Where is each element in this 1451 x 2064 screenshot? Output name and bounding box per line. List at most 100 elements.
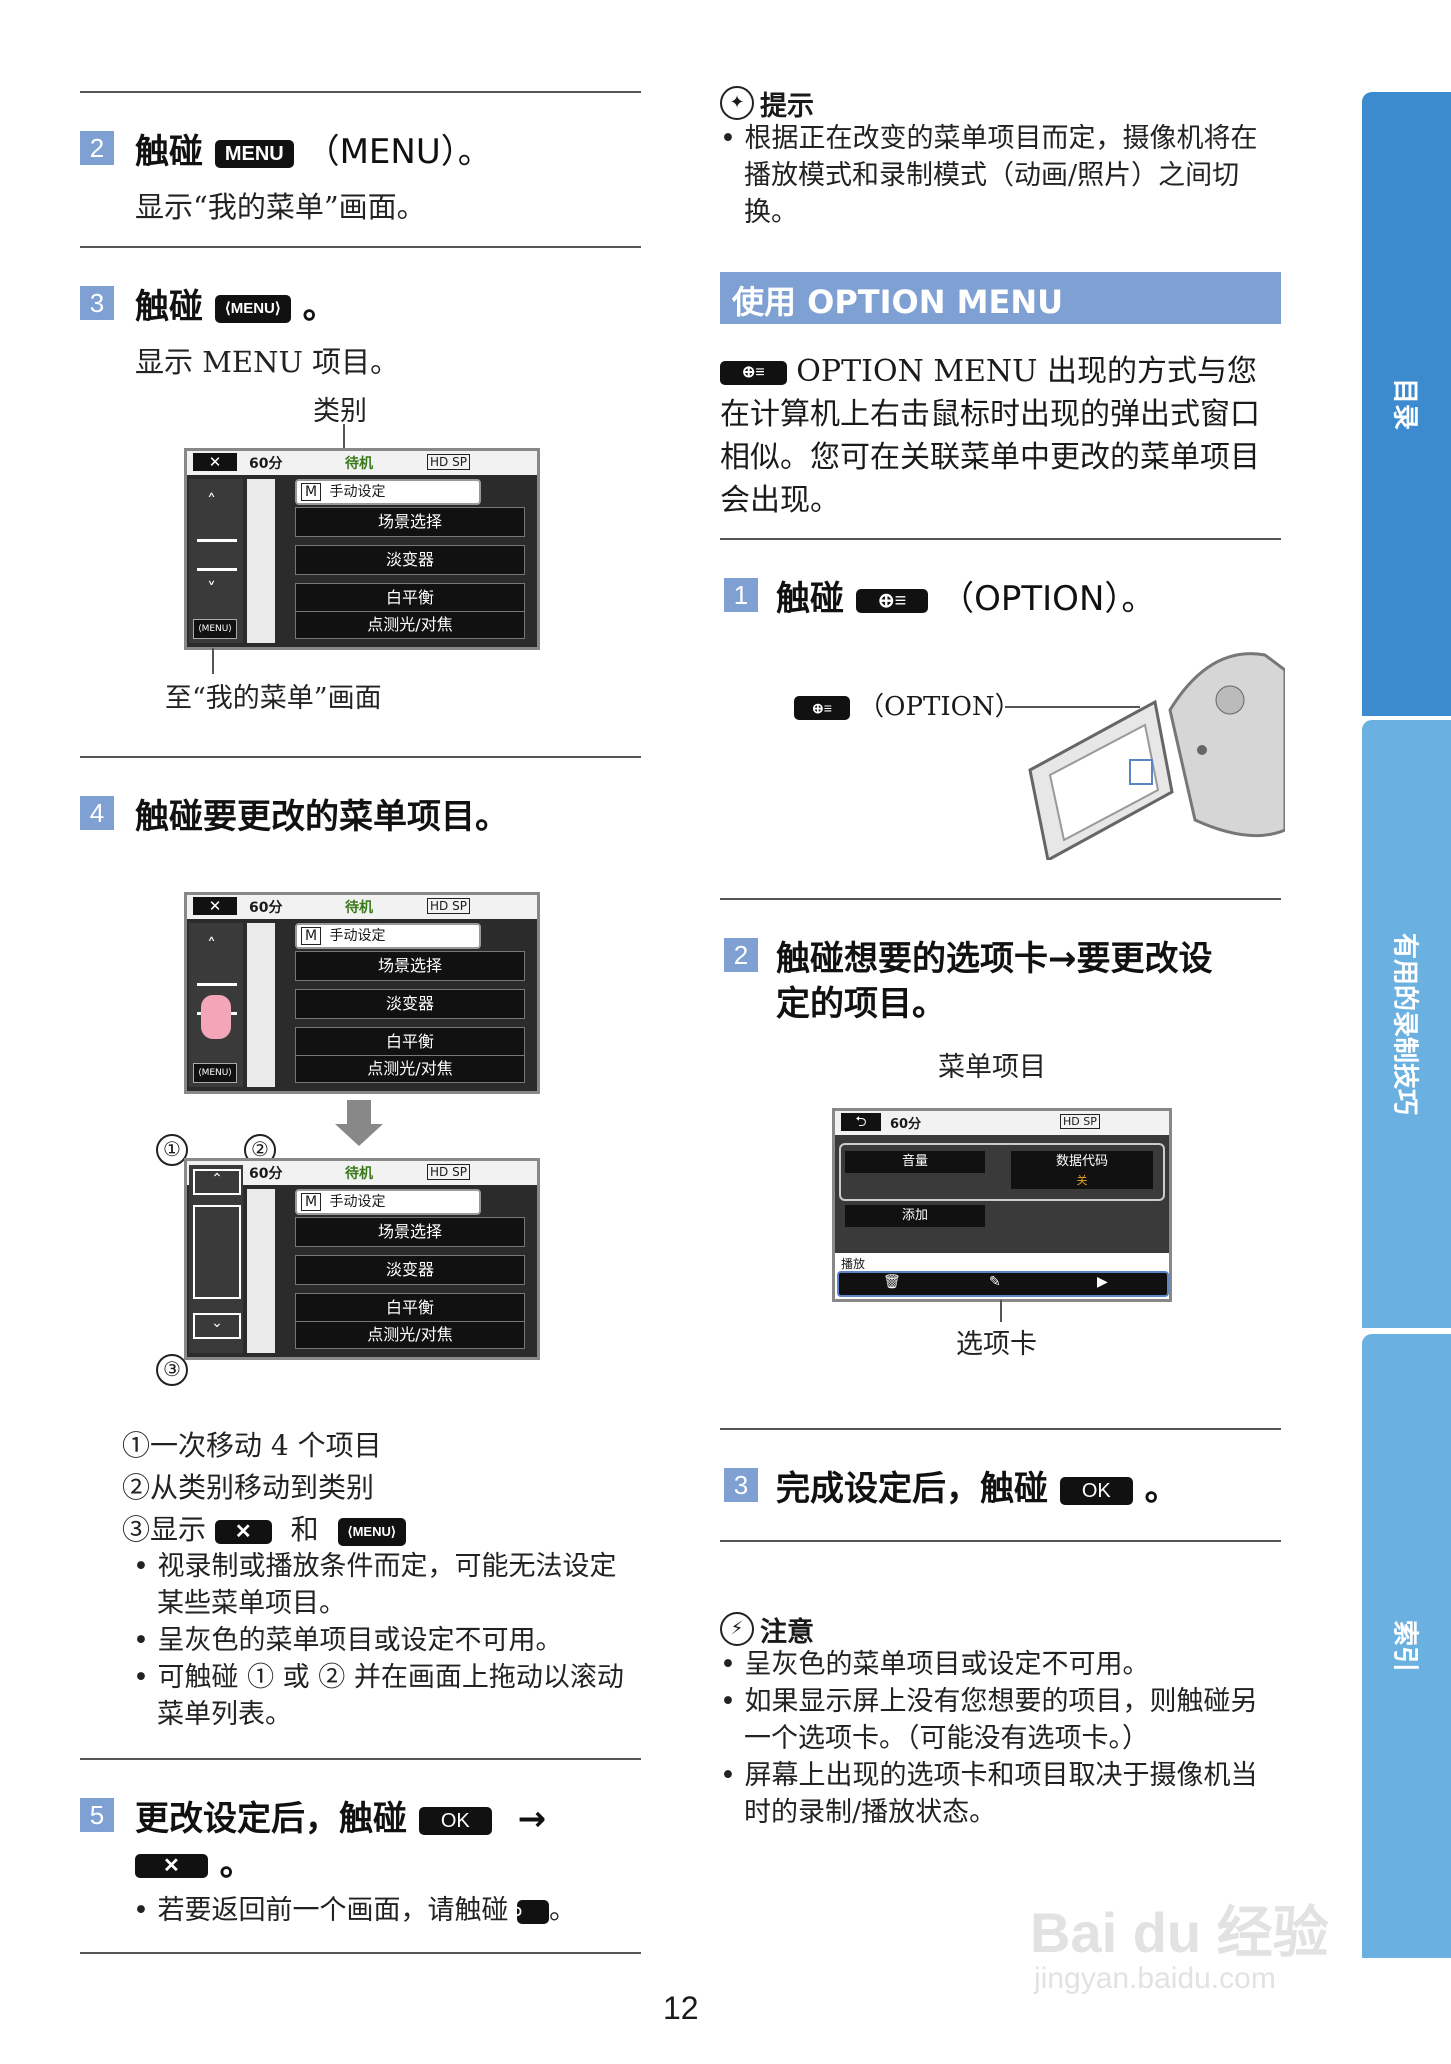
- menu-item[interactable]: 场景选择: [295, 507, 525, 537]
- step-title-text: 完成设定后，触碰: [776, 1469, 1048, 1509]
- option-item[interactable]: 数据代码: [1011, 1151, 1153, 1173]
- note-title: 注意: [760, 1617, 814, 1648]
- option-item[interactable]: 音量: [845, 1151, 985, 1173]
- step-title: 定的项目。: [776, 984, 946, 1024]
- tab-recording-tips[interactable]: 有用的录制技巧: [1362, 720, 1451, 1328]
- bullet-item: • 根据正在改变的菜单项目而定，摄像机将在播放模式和录制模式（动画/照片）之间切…: [720, 123, 1258, 228]
- mymenu-button[interactable]: ⟨MENU⟩: [193, 1063, 237, 1083]
- arrow-right-icon: →: [517, 1799, 547, 1839]
- trash-icon[interactable]: 🗑: [883, 1274, 901, 1290]
- callout-1: ①: [156, 1134, 188, 1166]
- chevron-up-icon[interactable]: ˄: [207, 935, 216, 956]
- step-title: 完成设定后，触碰 OK 。: [776, 1461, 1179, 1510]
- bullet-text: 呈灰色的菜单项目或设定不可用。: [157, 1625, 563, 1656]
- back-button: ⮌: [509, 1899, 550, 1924]
- step-title-text: 。: [1144, 1469, 1179, 1509]
- menu-item[interactable]: 白平衡: [295, 1027, 525, 1057]
- divider: [80, 246, 641, 248]
- label-to-mymenu: 至“我的菜单”画面: [165, 683, 382, 714]
- close-button[interactable]: ✕: [193, 453, 237, 471]
- scroll-panel[interactable]: ˄ ⟨MENU⟩: [189, 923, 243, 1087]
- tab-index[interactable]: 索引: [1362, 1334, 1451, 1958]
- menu-item[interactable]: 淡变器: [295, 989, 525, 1019]
- category-icons[interactable]: [247, 1189, 275, 1353]
- menu-item[interactable]: 淡变器: [295, 545, 525, 575]
- battery-indicator: 60分: [249, 900, 283, 916]
- option-item[interactable]: 添加: [845, 1205, 985, 1227]
- edit-icon[interactable]: ✎: [989, 1274, 1001, 1290]
- chevron-down-icon[interactable]: ˅: [207, 579, 216, 600]
- bullet-item: • 可触碰 ① 或 ② 并在画面上拖动以滚动菜单列表。: [133, 1662, 624, 1730]
- step-title: 触碰 ⊕≡ （OPTION）。: [776, 571, 1155, 620]
- note-text: 和: [290, 1513, 319, 1546]
- bullet-text: 若要返回前一个画面，请触碰: [157, 1895, 509, 1926]
- note-text: ③显示: [122, 1513, 207, 1546]
- status-bar: ⮌ 60分 HD SP: [835, 1111, 1169, 1135]
- category-icons[interactable]: [247, 923, 275, 1087]
- menu-item[interactable]: 场景选择: [295, 1217, 525, 1247]
- category-tab[interactable]: M 手动设定: [295, 923, 481, 949]
- tabs-row[interactable]: 🗑 ✎ ▶: [837, 1271, 1169, 1297]
- mymenu-button: ⟨MENU⟩: [337, 1517, 406, 1546]
- chevron-up-icon[interactable]: ˄: [207, 491, 216, 512]
- battery-indicator: 60分: [249, 456, 283, 472]
- quality-badge: HD SP: [427, 454, 470, 470]
- ok-button[interactable]: OK: [1059, 1476, 1133, 1505]
- label-tab: 选项卡: [956, 1329, 1037, 1360]
- status-bar: ✕ 60分 待机 HD SP: [187, 451, 537, 475]
- menu-item[interactable]: 点测光/对焦: [295, 1321, 525, 1349]
- scroll-bar-icon[interactable]: [193, 1205, 241, 1299]
- page-down-icon[interactable]: ⌄: [193, 1313, 241, 1339]
- close-button: ✕: [214, 1519, 272, 1544]
- callout-line: [212, 648, 214, 674]
- label-category: 类别: [313, 396, 367, 427]
- menu-item[interactable]: 白平衡: [295, 583, 525, 613]
- menu-item[interactable]: 点测光/对焦: [295, 1055, 525, 1083]
- category-tab[interactable]: M 手动设定: [295, 1189, 481, 1215]
- step-number: 1: [724, 578, 758, 612]
- camcorder-illustration: [1028, 652, 1285, 860]
- bullet-list: • 若要返回前一个画面，请触碰 ⮌。: [133, 1892, 653, 1929]
- option-icon: ⊕≡: [794, 696, 850, 720]
- mymenu-button[interactable]: ⟨MENU⟩: [193, 619, 237, 639]
- bullet-item: • 呈灰色的菜单项目或设定不可用。: [133, 1625, 563, 1656]
- note-line: ③显示 ✕ 和 ⟨MENU⟩: [122, 1508, 406, 1548]
- step-desc: 显示“我的菜单”画面。: [135, 190, 426, 224]
- finger-icon: [201, 995, 231, 1039]
- divider: [80, 1758, 641, 1760]
- menu-item[interactable]: 点测光/对焦: [295, 611, 525, 639]
- step-title-text: 触碰: [135, 287, 203, 327]
- close-button[interactable]: ✕: [135, 1853, 208, 1878]
- page-up-icon[interactable]: ⌃: [193, 1169, 241, 1195]
- mymenu-button[interactable]: ⟨MENU⟩: [214, 294, 291, 323]
- status-bar: ✕ 60分 待机 HD SP: [187, 895, 537, 919]
- step-number: 2: [80, 131, 114, 165]
- scroll-panel[interactable]: ˄ ˅ ⟨MENU⟩: [189, 479, 243, 643]
- option-callout-label: （OPTION）: [858, 692, 1021, 722]
- category-label: 手动设定: [329, 1194, 386, 1210]
- category-tab[interactable]: M 手动设定: [295, 479, 481, 505]
- step-title-text: （MENU）。: [305, 132, 492, 172]
- category-icons[interactable]: [247, 479, 275, 643]
- ok-button[interactable]: OK: [418, 1806, 492, 1835]
- step-title: 触碰想要的选项卡→要更改设: [776, 939, 1213, 979]
- battery-indicator: 60分: [249, 1166, 283, 1182]
- menu-screen: ✕ 60分 待机 HD SP ˄ ⟨MENU⟩ M 手动设定 场景选择 淡变器 …: [184, 892, 540, 1094]
- back-button[interactable]: ⮌: [841, 1113, 881, 1131]
- option-button[interactable]: ⊕≡: [855, 588, 929, 613]
- scroll-panel[interactable]: ⌃ ⌄: [189, 1165, 243, 1353]
- divider: [80, 91, 641, 93]
- menu-item[interactable]: 白平衡: [295, 1293, 525, 1323]
- scroll-bar-icon[interactable]: [197, 539, 237, 571]
- menu-screen: 60分 待机 HD SP ⌃ ⌄ M 手动设定 场景选择 淡变器 白平衡 点测光…: [184, 1158, 540, 1360]
- category-icon: M: [301, 927, 322, 945]
- play-icon[interactable]: ▶: [1097, 1274, 1108, 1290]
- menu-item[interactable]: 淡变器: [295, 1255, 525, 1285]
- callout-line: [343, 424, 345, 464]
- tab-contents[interactable]: 目录: [1362, 92, 1451, 716]
- bullet-text: 屏幕上出现的选项卡和项目取决于摄像机当时的录制/播放状态。: [744, 1760, 1258, 1828]
- menu-item[interactable]: 场景选择: [295, 951, 525, 981]
- menu-button[interactable]: MENU: [214, 139, 294, 168]
- section-title: 使用 OPTION MENU: [732, 283, 1064, 321]
- close-button[interactable]: ✕: [193, 897, 237, 915]
